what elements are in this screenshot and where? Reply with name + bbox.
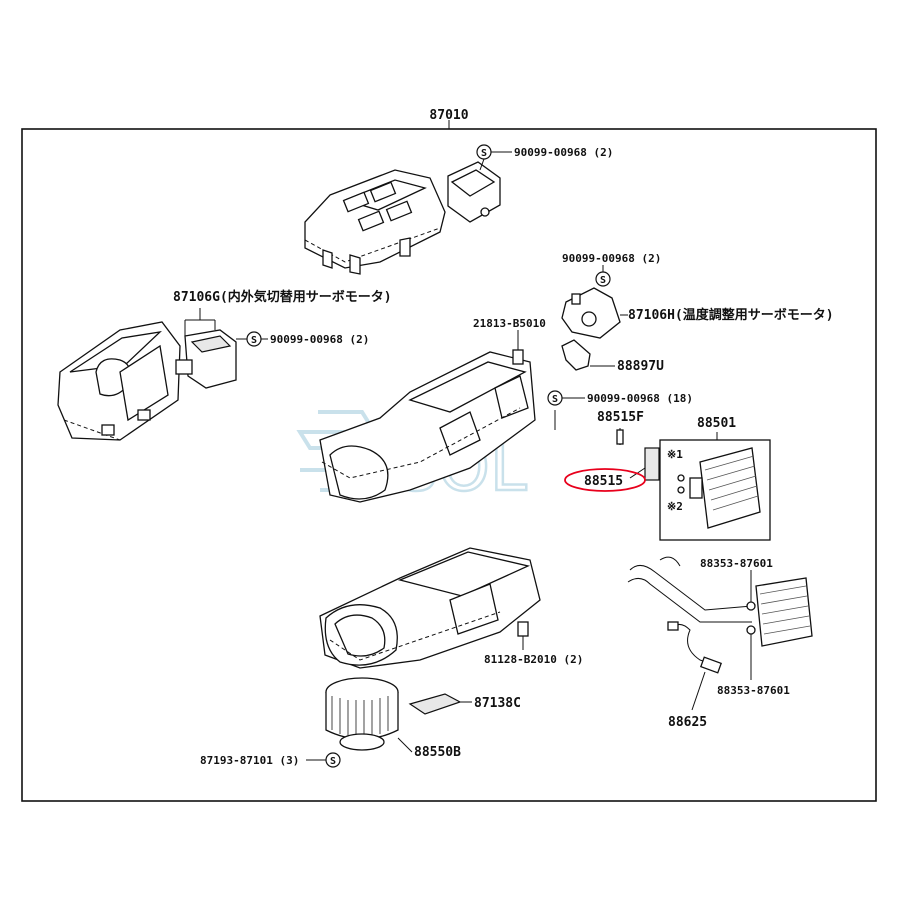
- label-servo-right: 87106H(温度調整用サーボモータ): [628, 307, 834, 323]
- upper-case-unit: [304, 169, 446, 275]
- svg-text:S: S: [330, 756, 336, 767]
- filter-87138c: 87138C: [408, 693, 521, 715]
- screw-left-servo: S 90099-00968 (2): [236, 331, 369, 347]
- screw-right-servo: 90099-00968 (2) S: [562, 252, 661, 287]
- svg-text:S: S: [600, 275, 606, 286]
- svg-text:S: S: [481, 148, 487, 159]
- label-88550b: 88550B: [414, 745, 461, 760]
- clip-21813: 21813-B5010: [473, 317, 546, 350]
- heater-case-unit: [319, 349, 536, 503]
- part-88515f: 88515F: [597, 410, 644, 445]
- servo-left-part: [175, 308, 237, 389]
- svg-text:S: S: [251, 335, 257, 346]
- label-clip-21813: 21813-B5010: [473, 317, 546, 330]
- screw-top: S 90099-00968 (2): [476, 144, 613, 171]
- label-screw-18: 90099-00968 (18): [587, 392, 693, 405]
- top-servo-bracket: [447, 161, 501, 223]
- label-screw-left-servo: 90099-00968 (2): [270, 333, 369, 346]
- blower-motor-88550b: 88550B: [325, 677, 461, 760]
- label-screw-top: 90099-00968 (2): [514, 146, 613, 159]
- label-88515: 88515: [584, 474, 623, 489]
- label-88625: 88625: [668, 715, 707, 730]
- label-88501: 88501: [697, 416, 736, 431]
- label-87138c: 87138C: [474, 696, 521, 711]
- mark-1: ※1: [667, 448, 683, 461]
- label-87193: 87193-87101 (3): [200, 754, 299, 767]
- clip-81128: 81128-B2010 (2): [484, 636, 583, 666]
- sensor-88625: 88625: [667, 621, 723, 730]
- svg-text:S: S: [552, 394, 558, 405]
- oring-top: 88353-87601: [700, 557, 773, 602]
- servo-right-part: [561, 287, 628, 339]
- intake-case-unit: [57, 321, 181, 441]
- part-88515: 88515: [564, 447, 660, 492]
- label-oring-bottom: 88353-87601: [717, 684, 790, 697]
- blower-case-unit: [319, 547, 541, 669]
- label-clip-81128: 81128-B2010 (2): [484, 653, 583, 666]
- evaporator-88501: 88501 ※1 ※2: [659, 416, 771, 541]
- label-sensor-88897: 88897U: [617, 359, 664, 374]
- screw-87193: 87193-87101 (3) S: [200, 752, 341, 768]
- mark-2: ※2: [667, 500, 683, 513]
- highlight-88515: [564, 468, 646, 492]
- label-screw-right-servo: 90099-00968 (2): [562, 252, 661, 265]
- oring-bottom: 88353-87601: [717, 634, 790, 697]
- screw-18: S 90099-00968 (18): [547, 390, 693, 430]
- label-88515f: 88515F: [597, 410, 644, 425]
- assembly-label: 87010: [429, 108, 468, 123]
- sensor-88897: 88897U: [561, 339, 664, 374]
- heater-core: [627, 556, 813, 647]
- label-servo-left: 87106G(内外気切替用サーボモータ): [173, 289, 392, 305]
- label-oring-top: 88353-87601: [700, 557, 773, 570]
